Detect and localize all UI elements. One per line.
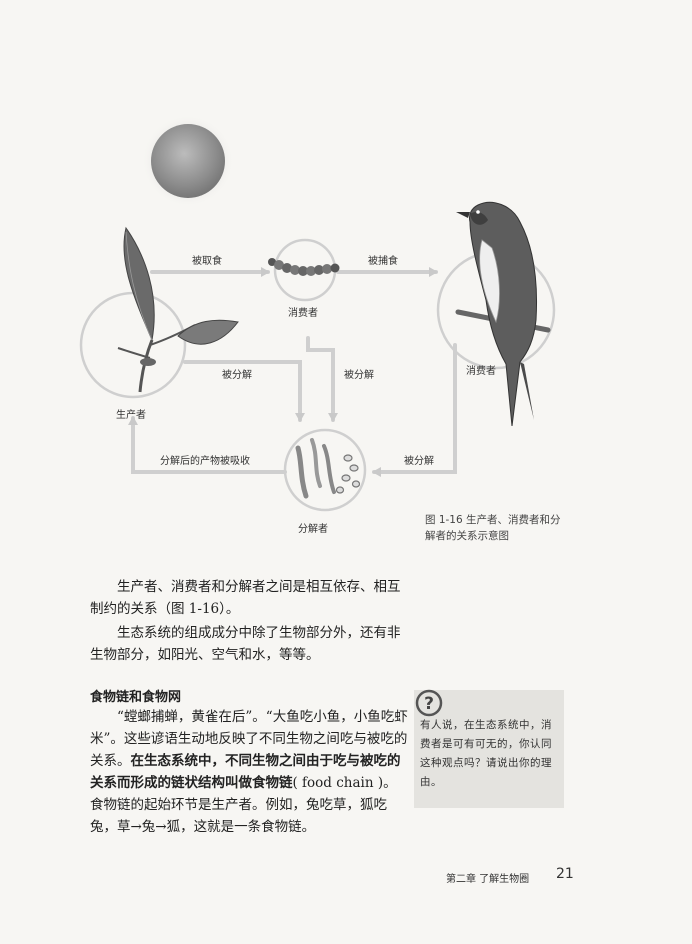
sun-icon	[142, 115, 234, 207]
ecosystem-diagram: 被取食 被捕食 被分解 被分解 被分解 分解后的产物被吸收 生产者 消费者 消费…	[79, 115, 556, 535]
label-consumer-bird: 消费者	[466, 364, 496, 377]
microbes-icon	[295, 438, 361, 499]
question-mark-icon: ?	[415, 689, 443, 717]
label-decomposer: 分解者	[298, 522, 328, 535]
paragraph-2: 生态系统的组成成分中除了生物部分外，还有非生物部分，如阳光、空气和水，等等。	[90, 625, 401, 663]
producer-circle	[79, 291, 187, 399]
section-title: 食物链和食物网	[90, 690, 182, 705]
caterpillar-icon	[268, 258, 340, 276]
swallow-icon	[455, 201, 551, 427]
label-consumer-small: 消费者	[288, 306, 318, 319]
arrow-decomposed-mid	[306, 336, 338, 422]
chapter-footer: 第二章 了解生物圈	[446, 874, 530, 885]
plant-icon	[117, 226, 239, 393]
figure-caption: 图 1-16 生产者、消费者和分 解者的关系示意图	[425, 512, 585, 544]
arrow-decomposed-right	[372, 343, 457, 477]
label-decomposed-right: 被分解	[404, 454, 434, 467]
label-producer: 生产者	[116, 408, 146, 421]
caption-line-2: 解者的关系示意图	[425, 530, 509, 542]
arrow-absorbed	[128, 416, 287, 474]
food-chain-definition: 在生态系统中，不同生物之间由于吃与被吃的关系而形成的链状结构叫做食物链	[90, 753, 401, 791]
label-eaten: 被取食	[192, 254, 222, 267]
label-decomposed-left: 被分解	[222, 368, 252, 381]
question-text: 有人说，在生态系统中，消费者是可有可无的，你认同这种观点吗？请说出你的理由。	[420, 719, 552, 788]
arrow-decomposed-left	[183, 360, 305, 422]
paragraph-3: “螳螂捕蝉，黄雀在后”。“大鱼吃小鱼，小鱼吃虾米”。这些谚语生动地反映了不同生物…	[90, 706, 410, 838]
label-preyed: 被捕食	[368, 254, 398, 267]
label-absorbed: 分解后的产物被吸收	[160, 454, 250, 467]
caption-line-1: 图 1-16 生产者、消费者和分	[425, 514, 561, 526]
paragraph-3-part-c: ( food chain )。食物链的起始环节是生产者。例如，兔吃草，狐吃兔，草…	[90, 775, 397, 835]
paragraph-1: 生产者、消费者和分解者之间是相互依存、相互制约的关系（图 1-16）。	[90, 579, 401, 617]
svg-text:?: ?	[424, 694, 434, 714]
paragraph-3-part-a: “螳螂捕蝉，黄雀在后”。“大鱼吃小鱼，小鱼吃虾米”。这些谚语生动地反映了不同生物…	[90, 709, 408, 769]
label-decomposed-mid: 被分解	[344, 368, 374, 381]
page-number: 21	[556, 866, 574, 882]
